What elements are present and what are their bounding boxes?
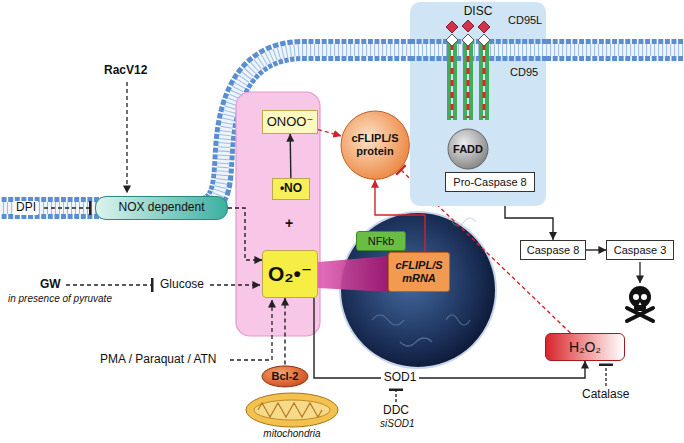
inhibition-line [44, 207, 91, 208]
node-text: H₂O₂ [569, 339, 601, 355]
node-text: NOX dependent [118, 201, 204, 215]
node-text: cFLIPL/S protein [346, 132, 404, 157]
text-block: NFkb [368, 235, 394, 248]
activation-connector [318, 130, 341, 136]
adaptor-circle: FADD [447, 128, 489, 170]
text-block: cFLIPL/S protein [346, 132, 404, 157]
activation-arrow [126, 82, 127, 193]
process-box: Caspase 3 [606, 240, 674, 261]
text-block: Caspase 8 [527, 244, 580, 257]
process-box: Caspase 8 [520, 240, 586, 261]
inhibitor-label: DPI [14, 201, 38, 215]
mrna-box: cFLIPL/S mRNA [388, 252, 450, 292]
transcription-wedge [318, 256, 390, 292]
inhibitor-label: DDC [383, 404, 409, 418]
activation-connector [586, 249, 606, 250]
text-block: FADD [453, 143, 483, 156]
cell-membrane [410, 50, 546, 51]
text-block: DISC [464, 5, 493, 19]
process-box: Pro-Caspase 8 [445, 172, 535, 193]
disc-complex: FADD Pro-Caspase 8 DISC [410, 2, 546, 206]
text-block: cFLIPL/S mRNA [394, 259, 444, 284]
node-text: Caspase 8 [527, 244, 580, 257]
inducer-label: RacV12 [104, 64, 147, 78]
protein-oval: Bcl-2 [261, 365, 309, 388]
activation-connector [284, 298, 285, 365]
substrate-label: Glucose [160, 278, 204, 292]
node-text: DISC [464, 5, 493, 19]
leader-lines [44, 82, 640, 402]
factor-box: NFkb [356, 231, 406, 252]
sirna-label: siSOD1 [380, 418, 414, 430]
protein-circle: cFLIPL/S protein [340, 110, 410, 180]
edge-label: SOD1 [381, 371, 420, 385]
species-box: •NO [272, 178, 310, 200]
inhibition-line [66, 284, 153, 285]
ros-compartment [236, 92, 320, 336]
text-block: H₂O₂ [569, 339, 601, 355]
plus-sign: + [285, 215, 293, 231]
cell-membrane [0, 50, 684, 208]
mitochondrion: Bcl-2mitochondria [244, 390, 340, 440]
node-text: •NO [280, 182, 302, 196]
node-text: cFLIPL/S mRNA [394, 259, 444, 284]
enzyme-box: NOX dependent [95, 196, 228, 220]
cd95-receptor [447, 42, 489, 120]
inducer-label: PMA / Paraquat / ATN [100, 353, 217, 367]
death-arrow [639, 262, 640, 283]
cd95l-ligand [446, 20, 490, 46]
activation-connector [228, 208, 262, 260]
node-text: O₂•⁻ [268, 262, 312, 286]
text-block: mitochondria [263, 428, 320, 440]
text-block: Bcl-2 [272, 370, 299, 383]
text-block: •NO [280, 182, 302, 196]
text-block: Pro-Caspase 8 [453, 176, 526, 189]
receptor-label: CD95 [510, 66, 538, 79]
text-block: O₂•⁻ [268, 262, 312, 286]
activation-arrow [230, 300, 272, 360]
text-block: NOX dependent [118, 201, 204, 215]
node-text: mitochondria [263, 428, 320, 440]
inhibition-line [605, 364, 606, 386]
activation-arrow [210, 284, 260, 285]
inhibition-line [395, 389, 396, 402]
node-text: NFkb [368, 235, 394, 248]
species-box: ONOO⁻ [262, 110, 318, 134]
superoxide-box: O₂•⁻ [262, 250, 318, 298]
species-box: H₂O₂ [545, 333, 625, 361]
node-text: Bcl-2 [272, 370, 299, 383]
condition-note: in presence of pyruvate [8, 293, 112, 305]
text-block: ONOO⁻ [267, 115, 314, 130]
text-block: Caspase 3 [614, 244, 667, 257]
node-text: ONOO⁻ [267, 115, 314, 130]
node-text: Caspase 3 [614, 244, 667, 257]
enzyme-label: Catalase [582, 388, 629, 402]
node-text: FADD [453, 143, 483, 156]
node-text: Pro-Caspase 8 [453, 176, 526, 189]
skull-symbol [627, 286, 653, 321]
inhibitor-label: GW [40, 278, 61, 292]
ligand-label: CD95L [508, 14, 542, 27]
activation-connector [289, 134, 291, 178]
